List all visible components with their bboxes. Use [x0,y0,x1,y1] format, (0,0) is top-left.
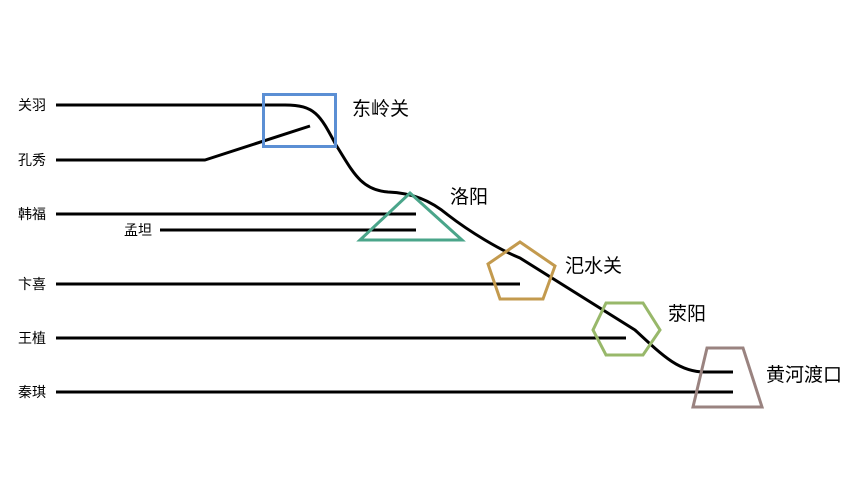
pass-marker-sishui [486,240,557,301]
label-guanyu: 关羽 [18,98,46,114]
pass-label-huanghe: 黄河渡口 [766,364,842,386]
route-line-kongxiu [56,124,311,162]
label-hanfu: 韩福 [18,207,46,223]
pass-label-luoyang: 洛阳 [450,186,488,208]
pass-marker-luoyang [356,190,466,242]
pass-label-sishui: 汜水关 [565,255,622,277]
pass-label-xingyang: 荥阳 [668,303,706,325]
label-mengtan: 孟坦 [124,223,152,239]
pass-label-dongling: 东岭关 [352,98,409,120]
pass-marker-huanghe [691,346,765,409]
pass-marker-xingyang [591,301,662,357]
label-bianxi: 卞喜 [18,277,46,293]
label-wangzhi: 王植 [18,331,46,347]
label-qinqi: 秦琪 [18,385,46,401]
label-kongxiu: 孔秀 [18,153,46,169]
pass-marker-dongling [262,93,337,148]
